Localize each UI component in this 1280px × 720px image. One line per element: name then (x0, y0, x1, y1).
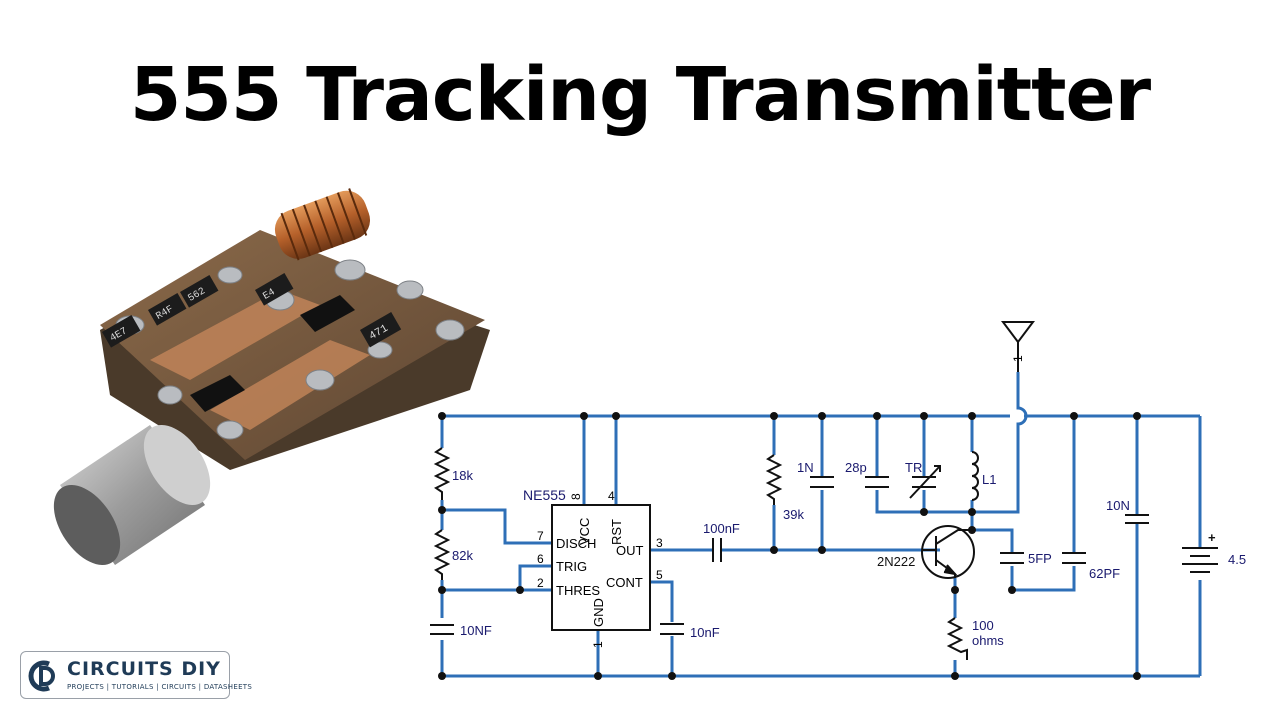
pin-8: 8 (569, 493, 583, 500)
wire (442, 508, 552, 545)
ic-gnd-label: GND (591, 598, 606, 627)
ic-disch-label: DISCH (556, 536, 596, 551)
resistor-39k (765, 454, 783, 505)
pin-4: 4 (608, 489, 615, 503)
label-39k: 39k (783, 507, 804, 522)
logo-tagline: PROJECTS | TUTORIALS | CIRCUITS | DATASH… (67, 683, 253, 691)
label-battery-voltage: 4.5 (1228, 552, 1246, 567)
label-ohms: ohms (972, 633, 1004, 648)
capacitor-10n (1125, 514, 1149, 524)
battery-cell (1182, 547, 1218, 573)
capacitor-62pf (1062, 552, 1086, 564)
chip-marking: E4 (261, 287, 277, 303)
pin-3: 3 (656, 536, 663, 550)
resistor-100-ohms (946, 617, 968, 660)
label-82k: 82k (452, 548, 473, 563)
capacitor-10nf-cont (660, 623, 684, 635)
pin-5: 5 (656, 568, 663, 582)
page-title: 555 Tracking Transmitter (129, 52, 1151, 138)
ic-out-label: OUT (616, 543, 644, 558)
label-tr: TR (905, 460, 922, 475)
smd-resistor: E4 (255, 273, 294, 306)
capacitor-28p (865, 476, 889, 488)
wire (582, 416, 618, 505)
ic-vcc-label: VCC (577, 518, 592, 545)
label-l1: L1 (982, 472, 996, 487)
ic-name-label: NE555 (523, 487, 566, 503)
label-100: 100 (972, 618, 994, 633)
label-battery-plus: + (1208, 530, 1216, 545)
ne555-ic (551, 504, 651, 631)
pin-2: 2 (537, 576, 544, 590)
capacitor-100nf (712, 538, 722, 562)
transistor-leads (922, 529, 972, 578)
transistor-body (921, 525, 975, 579)
label-1n: 1N (797, 460, 814, 475)
inductor-l1 (971, 451, 979, 501)
logo-icon (28, 660, 55, 692)
label-28p: 28p (845, 460, 867, 475)
wire (972, 416, 1076, 592)
wire (875, 416, 972, 514)
antenna-icon (1001, 321, 1035, 372)
label-100nf: 100nF (703, 521, 740, 536)
solder-joints (115, 259, 465, 440)
label-10nf-cont: 10nF (690, 625, 720, 640)
copper-trace (210, 340, 370, 430)
capacitor-5fp (1000, 552, 1024, 564)
junction-dots (438, 412, 1141, 680)
resistor-18k (433, 447, 451, 500)
smd-resistor: 471 (360, 312, 402, 348)
label-2n222: 2N222 (877, 554, 915, 569)
transistor-emitter-arrow (943, 564, 958, 576)
label-5fp: 5FP (1028, 551, 1052, 566)
metal-can (53, 424, 211, 566)
circuits-diy-logo: CIRCUITS DIY PROJECTS | TUTORIALS | CIRC… (20, 651, 252, 699)
transmitter-board-photo: 4E7 R4F 562 E4 471 (53, 188, 490, 566)
ic-thres-label: THRES (556, 583, 600, 598)
pin-6: 6 (537, 552, 544, 566)
copper-trace (150, 290, 320, 380)
ic-trig-label: TRIG (556, 559, 587, 574)
label-10nf-left: 10NF (460, 623, 492, 638)
pin-1: 1 (591, 641, 605, 648)
label-62pf: 62PF (1089, 566, 1120, 581)
ic-rst-label: RST (609, 519, 624, 545)
pin-7: 7 (537, 529, 544, 543)
smd-transistor (190, 295, 355, 412)
label-10n: 10N (1106, 498, 1130, 513)
label-18k: 18k (452, 468, 473, 483)
wire (650, 580, 674, 676)
wire (442, 564, 552, 592)
trimmer-capacitor (909, 465, 941, 499)
logo-name: CIRCUITS DIY (67, 658, 221, 680)
capacitor-1n (810, 476, 834, 488)
copper-coil (274, 188, 371, 261)
ic-cont-label: CONT (606, 575, 643, 590)
capacitor-10nf-left (430, 624, 454, 635)
antenna-pin-label: 1 (1011, 355, 1025, 362)
wire (972, 372, 1028, 514)
resistor-82k (433, 529, 451, 580)
